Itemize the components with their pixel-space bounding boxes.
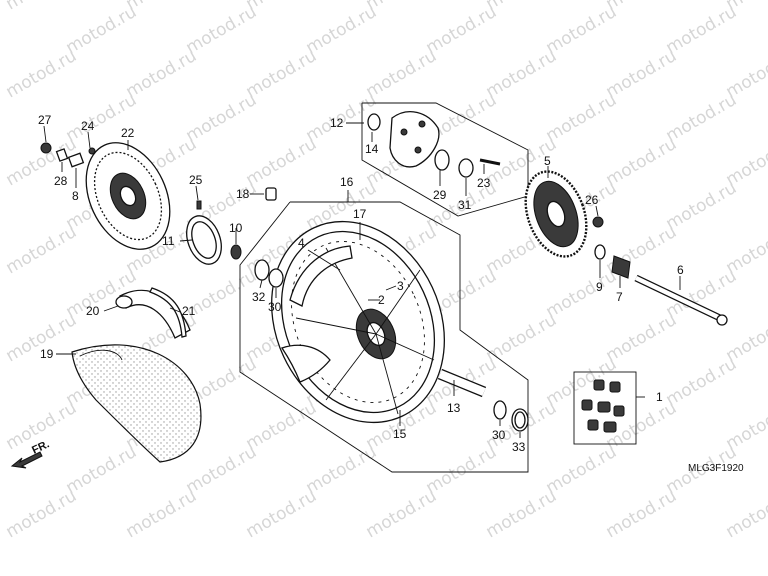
watermark-text: motod.ru bbox=[483, 46, 561, 102]
rear-wheel bbox=[271, 220, 445, 424]
callout-22: 22 bbox=[121, 126, 135, 140]
callout-19: 19 bbox=[40, 347, 54, 361]
pulser-ring bbox=[186, 215, 242, 265]
sprocket bbox=[524, 170, 588, 258]
wheel-assembly-frame bbox=[239, 201, 529, 473]
tube bbox=[115, 289, 191, 339]
watermark-text: motod.ru bbox=[3, 134, 81, 190]
callout-30a: 30 bbox=[268, 300, 282, 314]
watermark-text: motod.ru bbox=[183, 2, 261, 58]
callout-11: 11 bbox=[162, 234, 175, 248]
watermark-text: motod.ru bbox=[63, 2, 141, 58]
watermark-text: motod.ru bbox=[543, 442, 621, 498]
watermark-text: motod.ru bbox=[663, 354, 741, 410]
callout-16: 16 bbox=[340, 175, 354, 189]
watermark-text: motod.ru bbox=[3, 46, 81, 102]
watermark-text: motod.ru bbox=[123, 486, 201, 542]
leader-lines bbox=[43, 122, 681, 438]
driven-flange bbox=[367, 111, 501, 178]
callout-25: 25 bbox=[189, 173, 203, 187]
watermark-text: motod.ru bbox=[663, 178, 741, 234]
wheel-bearings bbox=[254, 259, 529, 432]
watermark-text: motod.ru bbox=[183, 90, 261, 146]
callout-14: 14 bbox=[365, 142, 379, 156]
callout-27: 27 bbox=[38, 113, 52, 127]
callout-2: 2 bbox=[378, 293, 385, 307]
watermark-text: motod.ru bbox=[123, 46, 201, 102]
watermark-text: motod.ru bbox=[363, 486, 441, 542]
callout-15: 15 bbox=[393, 427, 407, 441]
watermark-text: motod.ru bbox=[663, 2, 741, 58]
watermark-text: motod.ru bbox=[663, 90, 741, 146]
watermark-text: motod.ru bbox=[723, 486, 768, 542]
watermark-text: motod.ru bbox=[603, 134, 681, 190]
callout-30b: 30 bbox=[492, 428, 506, 442]
watermark-text: motod.ru bbox=[543, 266, 621, 322]
watermark-text: motod.ru bbox=[363, 46, 441, 102]
disc-hardware bbox=[40, 142, 277, 210]
callout-5: 5 bbox=[544, 154, 551, 168]
callout-12: 12 bbox=[330, 116, 344, 130]
watermark-text: motod.ru bbox=[243, 486, 321, 542]
watermark-text: motod.ru bbox=[183, 442, 261, 498]
axle-collar bbox=[437, 368, 487, 398]
watermark-text: motod.ru bbox=[3, 486, 81, 542]
callout-1: 1 bbox=[656, 390, 663, 404]
watermark-text: motod.ru bbox=[483, 310, 561, 366]
callout-6: 6 bbox=[677, 263, 684, 277]
watermark-text: motod.ru bbox=[423, 442, 501, 498]
callouts: 1 2 3 4 5 6 7 8 9 10 11 12 13 14 15 16 1… bbox=[38, 113, 684, 454]
callout-18: 18 bbox=[236, 187, 250, 201]
watermark-text: motod.ru bbox=[243, 46, 321, 102]
callout-13: 13 bbox=[447, 401, 461, 415]
watermark-text: motod.ru bbox=[303, 2, 381, 58]
damper-rubbers bbox=[573, 371, 637, 445]
watermark-text: motod.ru bbox=[63, 442, 141, 498]
watermark-text: motod.ru bbox=[303, 442, 381, 498]
axle-hardware bbox=[592, 216, 631, 279]
callout-7: 7 bbox=[616, 290, 623, 304]
tire bbox=[71, 344, 202, 463]
callout-32: 32 bbox=[252, 290, 266, 304]
callout-21: 21 bbox=[182, 304, 196, 318]
callout-10: 10 bbox=[229, 221, 243, 235]
callout-28: 28 bbox=[54, 174, 68, 188]
callout-26: 26 bbox=[585, 193, 599, 207]
callout-31: 31 bbox=[458, 198, 472, 212]
watermark-text: motod.ru bbox=[483, 486, 561, 542]
watermark-text: motod.ru bbox=[543, 90, 621, 146]
watermark-text: motod.ru bbox=[3, 222, 81, 278]
watermark-text: motod.ru bbox=[603, 310, 681, 366]
callout-20: 20 bbox=[86, 304, 100, 318]
watermark-text: motod.ru bbox=[543, 2, 621, 58]
callout-9: 9 bbox=[596, 280, 603, 294]
callout-8: 8 bbox=[72, 189, 79, 203]
watermark-text: motod.ru bbox=[603, 46, 681, 102]
callout-23: 23 bbox=[477, 176, 491, 190]
watermark-text: motod.ru bbox=[243, 134, 321, 190]
callout-29: 29 bbox=[433, 188, 447, 202]
watermark-text: motod.ru bbox=[603, 486, 681, 542]
callout-3: 3 bbox=[397, 279, 404, 293]
rim-band bbox=[149, 287, 187, 338]
callout-4: 4 bbox=[298, 236, 305, 250]
watermark-text: motod.ru bbox=[423, 2, 501, 58]
callout-33: 33 bbox=[512, 440, 526, 454]
callout-24: 24 bbox=[81, 119, 95, 133]
diagram-code: MLG3F1920 bbox=[688, 463, 744, 474]
brake-disc bbox=[85, 142, 171, 250]
watermark-text: motod.ru bbox=[243, 398, 321, 454]
axle bbox=[634, 274, 728, 326]
watermark-text: motod.ru bbox=[3, 0, 81, 14]
callout-17: 17 bbox=[353, 207, 367, 221]
